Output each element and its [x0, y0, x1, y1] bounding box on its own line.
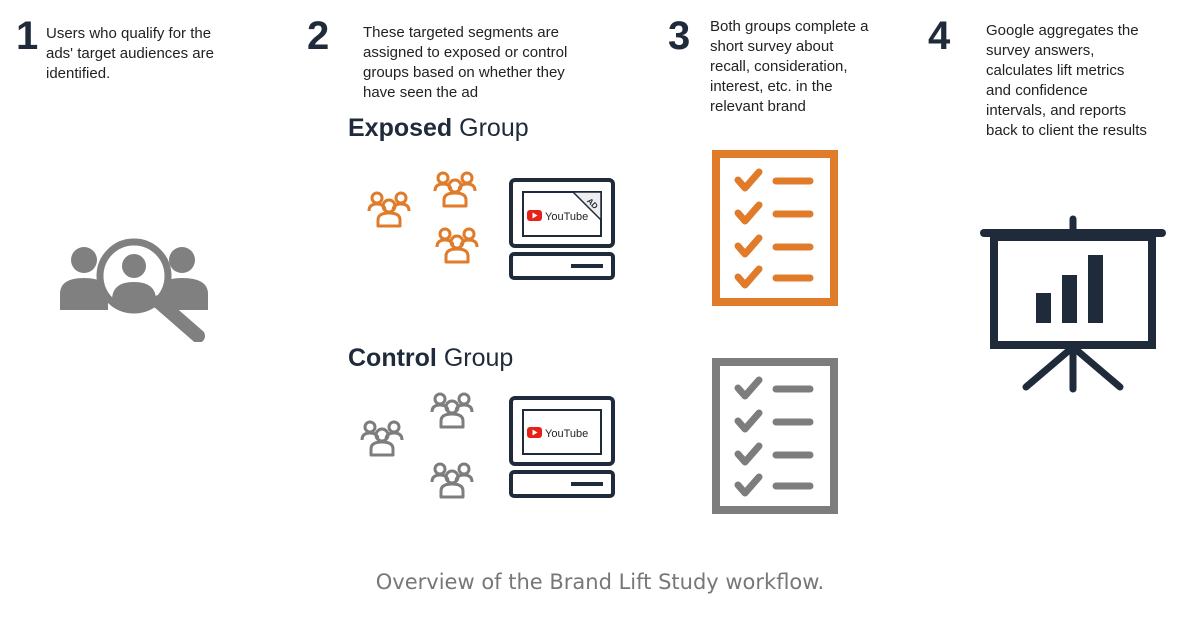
- step-number: 2: [307, 14, 330, 58]
- step-number: 4: [928, 14, 951, 58]
- step-text-line: calculates lift metrics: [986, 62, 1125, 79]
- step-text-line: ads' target audiences are: [46, 45, 214, 62]
- step-text-line: back to client the results: [986, 122, 1147, 139]
- figure-caption: Overview of the Brand Lift Study workflo…: [375, 570, 825, 594]
- step-description: These targeted segments are assigned to …: [363, 23, 567, 103]
- step-number: 1: [16, 14, 39, 58]
- step-text-line: Users who qualify for the: [46, 25, 212, 42]
- audience-search-icon: [60, 238, 208, 342]
- group-title-strong: Control: [348, 344, 437, 372]
- step-text-line: These targeted segments are: [363, 24, 559, 41]
- step-text-line: Both groups complete a: [710, 18, 869, 35]
- youtube-logo-text: YouTube: [545, 428, 588, 440]
- step-number: 3: [668, 14, 691, 58]
- youtube-logo-text: YouTube: [545, 211, 588, 223]
- group-title-strong: Exposed: [348, 114, 453, 142]
- step-text-line: assigned to exposed or control: [363, 44, 568, 61]
- step-description: Google aggregates the survey answers, ca…: [986, 21, 1147, 141]
- exposed-group-title: Exposed Group: [348, 113, 529, 143]
- monitor-icon: YouTube: [509, 396, 615, 498]
- step-description: Users who qualify for the ads' target au…: [46, 24, 214, 84]
- people-group-icon: [367, 171, 479, 264]
- step-description: Both groups complete a short survey abou…: [710, 17, 868, 117]
- step-text-line: Google aggregates the: [986, 22, 1139, 39]
- step-text-line: recall, consideration,: [710, 58, 848, 75]
- group-title-rest: Group: [452, 114, 529, 142]
- monitor-icon: YouTube AD: [509, 178, 615, 280]
- step-text-line: survey answers,: [986, 42, 1095, 59]
- people-group-icon: [360, 392, 474, 499]
- control-group-title: Control Group: [348, 343, 513, 373]
- step-text-line: have seen the ad: [363, 84, 479, 101]
- step-text-line: short survey about: [710, 38, 834, 55]
- step-text-line: intervals, and reports: [986, 102, 1127, 119]
- checklist-icon: [712, 358, 838, 514]
- group-title-rest: Group: [436, 344, 514, 372]
- step-text-line: relevant brand: [710, 98, 806, 115]
- step-text-line: groups based on whether they: [363, 64, 565, 81]
- step-text-line: and confidence: [986, 82, 1088, 99]
- step-text-line: identified.: [46, 65, 111, 82]
- checklist-icon: [712, 150, 838, 306]
- step-text-line: interest, etc. in the: [710, 78, 833, 95]
- presentation-chart-icon: [980, 215, 1166, 393]
